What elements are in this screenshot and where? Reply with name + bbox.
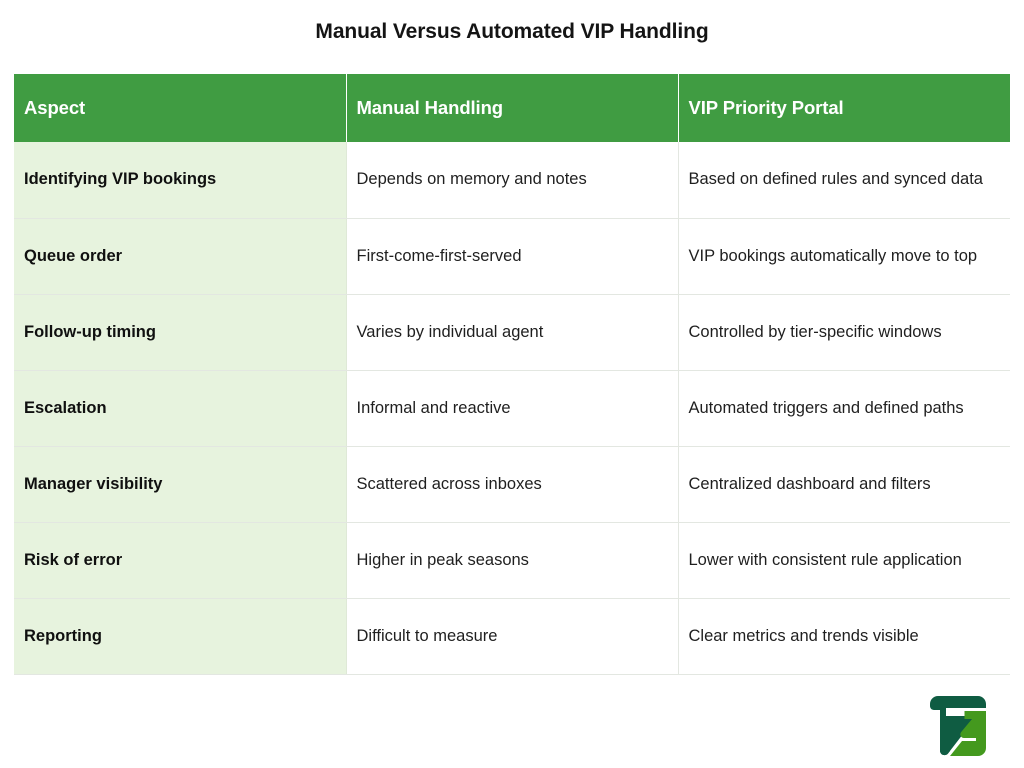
cell-manual: Depends on memory and notes	[346, 142, 679, 219]
cell-aspect: Escalation	[14, 370, 347, 447]
comparison-table-container: Aspect Manual Handling VIP Priority Port…	[14, 74, 1010, 675]
cell-manual: Difficult to measure	[346, 598, 679, 675]
cell-portal: Based on defined rules and synced data	[678, 142, 1010, 219]
cell-manual: Higher in peak seasons	[346, 522, 679, 599]
cell-aspect: Risk of error	[14, 522, 347, 599]
table-row: Follow-up timing Varies by individual ag…	[14, 294, 1010, 371]
cell-manual: Scattered across inboxes	[346, 446, 679, 523]
cell-portal: VIP bookings automatically move to top	[678, 218, 1010, 295]
table-row: Manager visibility Scattered across inbo…	[14, 446, 1010, 523]
table-row: Escalation Informal and reactive Automat…	[14, 370, 1010, 447]
cell-manual: Varies by individual agent	[346, 294, 679, 371]
table-row: Reporting Difficult to measure Clear met…	[14, 598, 1010, 675]
table-row: Identifying VIP bookings Depends on memo…	[14, 142, 1010, 219]
brand-logo-icon	[924, 696, 986, 756]
table-body: Identifying VIP bookings Depends on memo…	[14, 142, 1010, 675]
column-header-aspect: Aspect	[14, 74, 346, 142]
cell-aspect: Identifying VIP bookings	[14, 142, 347, 219]
cell-portal: Clear metrics and trends visible	[678, 598, 1010, 675]
table-header-row: Aspect Manual Handling VIP Priority Port…	[14, 74, 1010, 142]
page-title: Manual Versus Automated VIP Handling	[315, 20, 709, 43]
cell-manual: First-come-first-served	[346, 218, 679, 295]
cell-portal: Lower with consistent rule application	[678, 522, 1010, 599]
cell-portal: Automated triggers and defined paths	[678, 370, 1010, 447]
column-header-vip-priority-portal: VIP Priority Portal	[677, 74, 1010, 142]
comparison-table: Aspect Manual Handling VIP Priority Port…	[14, 74, 1010, 675]
table-row: Risk of error Higher in peak seasons Low…	[14, 522, 1010, 599]
cell-portal: Centralized dashboard and filters	[678, 446, 1010, 523]
cell-aspect: Queue order	[14, 218, 347, 295]
cell-aspect: Manager visibility	[14, 446, 347, 523]
table-row: Queue order First-come-first-served VIP …	[14, 218, 1010, 295]
table-header: Aspect Manual Handling VIP Priority Port…	[14, 74, 1010, 142]
cell-portal: Controlled by tier-specific windows	[678, 294, 1010, 371]
column-header-manual-handling: Manual Handling	[345, 74, 678, 142]
cell-aspect: Follow-up timing	[14, 294, 347, 371]
cell-aspect: Reporting	[14, 598, 347, 675]
cell-manual: Informal and reactive	[346, 370, 679, 447]
